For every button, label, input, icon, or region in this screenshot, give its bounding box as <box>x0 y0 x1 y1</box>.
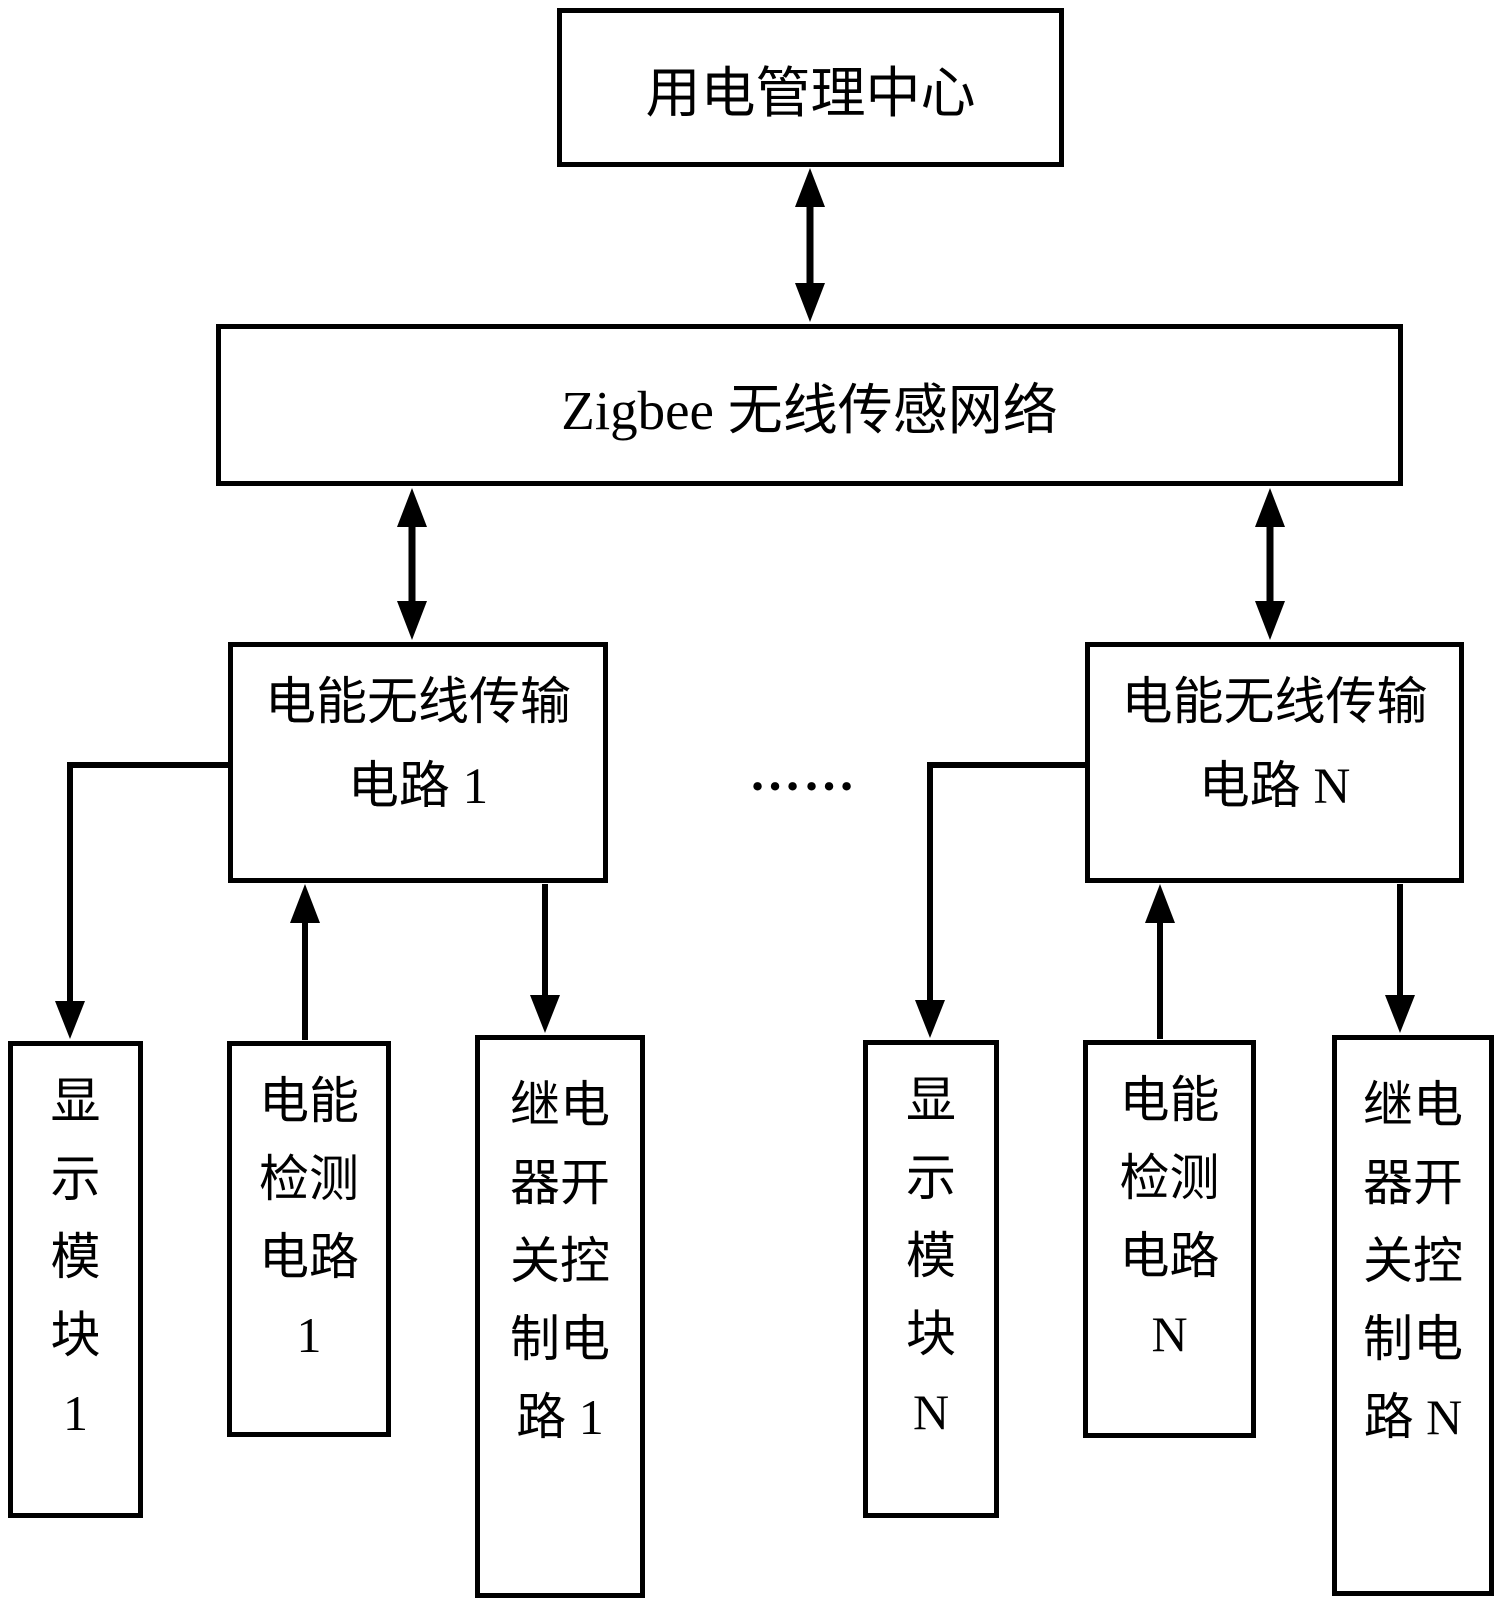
arrow-circuitn-relayn <box>1385 884 1415 1033</box>
arrow-zigbee-circuitn <box>1255 488 1285 640</box>
relay-switch-control-circuit-n-box: 继电 器开 关控 制电 路 N <box>1332 1035 1494 1596</box>
wireless-transmission-circuit-n-box: 电能无线传输 电路 N <box>1085 642 1464 883</box>
power-detection-circuit-1-box: 电能 检测 电路 1 <box>227 1041 391 1437</box>
arrow-circuit1-display1 <box>55 762 228 1039</box>
relay-switch-control-circuit-1-box: 继电 器开 关控 制电 路 1 <box>475 1035 645 1598</box>
zigbee-wireless-network-box: Zigbee 无线传感网络 <box>216 324 1403 486</box>
wireless-transmission-circuit-1-box: 电能无线传输 电路 1 <box>228 642 608 883</box>
arrow-circuit1-relay1 <box>530 884 560 1033</box>
arrow-circuitn-displayn <box>915 762 1085 1038</box>
arrow-zigbee-circuit1 <box>397 488 427 640</box>
display-module-1-box: 显 示 模 块 1 <box>8 1041 143 1518</box>
power-management-center-box: 用电管理中心 <box>557 8 1064 167</box>
arrow-detectn-circuitn <box>1145 884 1175 1039</box>
power-detection-circuit-n-box: 电能 检测 电路 N <box>1083 1040 1256 1438</box>
arrow-detect1-circuit1 <box>290 884 320 1040</box>
ellipsis-dots: …… <box>749 745 857 802</box>
display-module-n-box: 显 示 模 块 N <box>863 1040 999 1518</box>
arrow-center-zigbee <box>795 168 825 322</box>
